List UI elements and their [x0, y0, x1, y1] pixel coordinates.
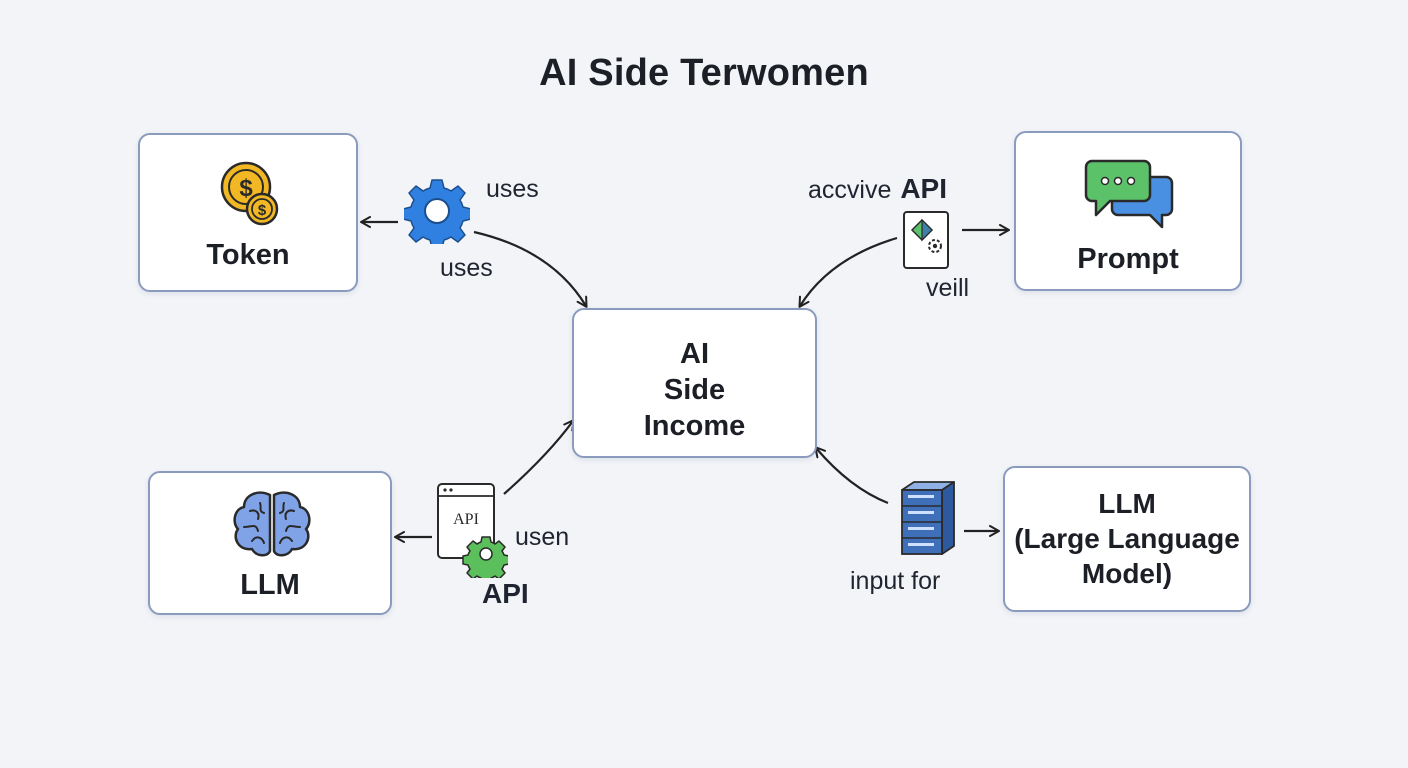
edge-label-veill: veill	[926, 274, 970, 302]
node-token-label: Token	[206, 239, 290, 271]
node-llm-large-language-model-label: LLM (Large Language Model)	[1005, 486, 1249, 591]
chat-bubbles-icon	[1084, 159, 1174, 229]
node-prompt[interactable]: Prompt	[1014, 131, 1242, 291]
edge-label-input-for: input for	[850, 567, 941, 595]
center-label-line-2: Side	[663, 374, 726, 406]
node-prompt-label: Prompt	[1077, 243, 1179, 275]
center-label-line-1: AI	[680, 338, 709, 370]
svg-text:$: $	[258, 202, 267, 219]
api-window-gear-icon: API	[437, 483, 508, 578]
llm-right-line-2: (Large Language	[1014, 523, 1240, 554]
node-llm-label: LLM	[240, 569, 300, 601]
edge-arrow-bottom-left-to-center	[503, 419, 575, 495]
server-icon	[901, 481, 955, 555]
edge-label-accvive-text: accvive	[808, 176, 892, 204]
node-llm[interactable]: LLM	[148, 471, 392, 615]
brain-icon	[233, 491, 311, 557]
document-gear-icon	[903, 211, 949, 269]
edge-arrow-top-right-to-center	[798, 236, 898, 308]
node-ai-side-income[interactable]: AI Side Income	[572, 308, 817, 458]
edge-label-accvive: accvive API	[808, 173, 947, 205]
gear-icon	[404, 179, 470, 244]
edge-arrow-bottom-right-to-center	[814, 446, 889, 505]
edge-label-accvive-api: API	[900, 173, 948, 204]
llm-right-line-3: Model)	[1081, 558, 1173, 589]
center-label-line-3: Income	[643, 410, 746, 442]
edge-label-uses-lower: uses	[440, 254, 493, 282]
coins-icon: $ $	[220, 161, 279, 226]
node-token[interactable]: $ $ Token	[138, 133, 358, 292]
diagram-title: AI Side Terwomen	[539, 52, 869, 94]
edge-label-uses-top: uses	[486, 175, 539, 203]
svg-text:$: $	[239, 175, 253, 202]
edge-label-usen: usen	[515, 523, 570, 551]
llm-right-line-1: LLM	[1098, 488, 1156, 519]
edge-label-api-bottom: API	[482, 578, 529, 609]
node-ai-side-income-label: AI Side Income	[574, 336, 815, 444]
api-window-glyph: API	[453, 511, 479, 528]
edge-arrow-top-left-to-center	[473, 230, 588, 308]
node-llm-large-language-model[interactable]: LLM (Large Language Model)	[1003, 466, 1251, 612]
